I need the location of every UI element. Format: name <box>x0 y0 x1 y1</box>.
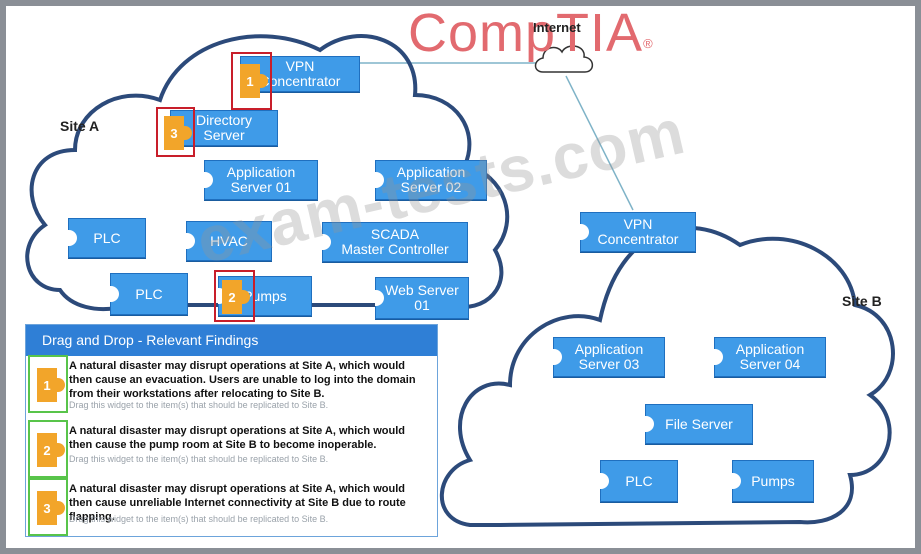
site-a-directory-server[interactable]: Directory Server <box>170 110 278 146</box>
site-b-vpn-concentrator[interactable]: VPN Concentrator <box>580 212 696 252</box>
site-a-plc-2[interactable]: PLC <box>110 273 188 315</box>
placed-marker-1[interactable]: 1 <box>240 64 268 98</box>
finding-marker-3[interactable]: 3 <box>37 491 65 525</box>
finding-text: A natural disaster may disrupt operation… <box>69 483 406 523</box>
site-b-label: Site B <box>842 293 882 309</box>
finding-item-1[interactable]: 1 A natural disaster may disrupt operati… <box>26 355 437 413</box>
site-a-cloud <box>25 34 510 312</box>
site-b-application-server-04[interactable]: Application Server 04 <box>714 337 826 377</box>
finding-item-2[interactable]: 2 A natural disaster may disrupt operati… <box>26 420 437 478</box>
finding-item-3[interactable]: 3 A natural disaster may disrupt operati… <box>26 478 437 536</box>
internet-cloud-icon <box>534 45 594 73</box>
site-a-scada-master-controller[interactable]: SCADA Master Controller <box>322 222 468 262</box>
finding-text: A natural disaster may disrupt operation… <box>69 425 405 451</box>
placed-marker-2[interactable]: 2 <box>222 280 250 314</box>
finding-1-widget-box[interactable]: 1 <box>28 355 68 413</box>
site-b-application-server-03[interactable]: Application Server 03 <box>553 337 665 377</box>
site-b-file-server[interactable]: File Server <box>645 404 753 444</box>
marker-selection-box <box>156 107 195 157</box>
link-internet-site-b <box>565 75 634 211</box>
finding-hint: Drag this widget to the item(s) that sho… <box>69 454 329 464</box>
panel-title: Drag and Drop - Relevant Findings <box>26 325 437 356</box>
marker-selection-box <box>214 270 255 322</box>
finding-3-widget-box[interactable]: 3 <box>28 478 68 536</box>
site-a-plc-1[interactable]: PLC <box>68 218 146 258</box>
site-b-plc[interactable]: PLC <box>600 460 678 502</box>
site-b-cloud <box>439 225 895 527</box>
relevant-findings-panel: Drag and Drop - Relevant Findings 1 A na… <box>25 324 438 537</box>
site-a-label: Site A <box>60 118 100 134</box>
comptia-logo: CompTIA® <box>408 3 654 63</box>
site-a-application-server-01[interactable]: Application Server 01 <box>204 160 318 200</box>
finding-2-widget-box[interactable]: 2 <box>28 420 68 478</box>
site-a-hvac[interactable]: HVAC <box>186 221 272 261</box>
finding-hint: Drag this widget to the item(s) that sho… <box>69 514 329 524</box>
finding-marker-1[interactable]: 1 <box>37 368 65 402</box>
site-a-web-server-01[interactable]: Web Server 01 <box>375 277 469 319</box>
finding-hint: Drag this widget to the item(s) that sho… <box>69 400 329 410</box>
marker-selection-box <box>231 52 272 110</box>
finding-marker-2[interactable]: 2 <box>37 433 65 467</box>
internet-label: Internet <box>533 20 581 35</box>
finding-text: A natural disaster may disrupt operation… <box>69 360 416 400</box>
site-a-application-server-02[interactable]: Application Server 02 <box>375 160 487 200</box>
site-b-pumps[interactable]: Pumps <box>732 460 814 502</box>
placed-marker-3[interactable]: 3 <box>164 116 192 150</box>
